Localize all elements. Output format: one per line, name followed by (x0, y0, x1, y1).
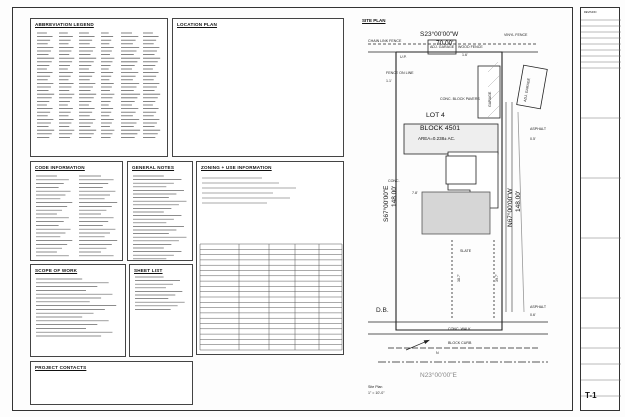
garage (477, 65, 501, 119)
scale-caption: 1" = 10'-0" (368, 391, 385, 395)
sheet-list-lines (135, 276, 185, 310)
zoning-panel: ZONING + USE INFORMATION (196, 161, 344, 355)
adjacent-garage-right (516, 64, 548, 110)
scope-of-work-title: SCOPE OF WORK (35, 268, 78, 273)
utility-pole-label: U.P. (400, 55, 407, 59)
scope-of-work-panel: SCOPE OF WORK (30, 264, 126, 357)
project-contacts-panel: PROJECT CONTACTS (30, 361, 193, 405)
vinyl-fence-label: VINYL FENCE (504, 33, 528, 37)
general-text-lines (133, 175, 187, 260)
sheet-border (12, 7, 573, 411)
dim-11-label: 1.1' (386, 79, 392, 83)
distance-top: 70.00' (436, 40, 454, 47)
area-label: AREA=0.238± AC. (418, 136, 455, 141)
code-information-title: CODE INFORMATION (35, 165, 85, 170)
asphalt-bottom-label: ASPHALT (530, 305, 547, 309)
slate-label: SLATE (460, 249, 472, 253)
sheet-list-panel: SHEET LIST (129, 264, 193, 357)
adjacent-garage-left (427, 39, 457, 55)
wood-fence-label: WOOD FENCE (458, 45, 483, 49)
scope-text-lines (36, 278, 117, 337)
dim-06-label: 0.6' (530, 313, 536, 317)
bearing-left: S67°00'00"E (382, 185, 390, 222)
dim-38-label: 38.7' (457, 274, 461, 282)
dim-05-label: 0.5' (530, 137, 536, 141)
location-plan-title: LOCATION PLAN (177, 22, 218, 27)
adj-garage-left-label: ADJ. GARAGE (430, 45, 455, 49)
garage-label: GARAGE (488, 91, 492, 107)
distance-right: 148.00' (515, 191, 522, 212)
dim-39-label: 39.7' (495, 274, 499, 282)
fence-on-line-label: FENCE ON LINE (386, 71, 414, 75)
block-pavers (403, 123, 499, 155)
asphalt-top-label: ASPHALT (530, 127, 547, 131)
bearing-right: N67°00'00"W (506, 187, 514, 227)
conc-label: CONC. (388, 179, 400, 183)
revision-label: REVISION (584, 11, 597, 14)
chain-link-label: CHAIN LINK FENCE (368, 39, 402, 43)
north-arrow (405, 339, 430, 351)
bearing-top: S23°00'00"W (420, 30, 459, 38)
site-plan-title: SITE PLAN (362, 18, 386, 23)
north-label: N (436, 351, 439, 355)
concrete-slab (421, 191, 491, 235)
rear-structure (445, 155, 477, 185)
block-curb-label: BLOCK CURB (448, 341, 472, 345)
dim-16-label: 1.6' (462, 53, 468, 57)
abbreviation-legend-panel: ABBREVIATION LEGEND (30, 18, 168, 157)
code-text-lines (36, 175, 118, 257)
code-information-panel: CODE INFORMATION (30, 161, 123, 261)
abbreviation-text-lines (37, 32, 161, 138)
zoning-title: ZONING + USE INFORMATION (201, 165, 272, 170)
lot-label: LOT 4 (426, 112, 445, 119)
zoning-table (199, 177, 343, 351)
deed-book-label: D.B. (376, 307, 389, 314)
site-plan-drawing: S23°00'00"W 70.00' N23°00'00"E S67°00'00… (368, 30, 548, 395)
pavers-label: CONC. BLOCK PAVERS (440, 97, 480, 101)
conc-walk-label: CONC. WALK (448, 327, 471, 331)
title-block-grid (581, 19, 621, 397)
abbreviation-legend-title: ABBREVIATION LEGEND (35, 22, 94, 27)
site-caption: Site Plan (368, 385, 382, 389)
dim-7-label: 7.8' (412, 191, 418, 195)
general-notes-title: GENERAL NOTES (132, 165, 175, 170)
sheet-list-title: SHEET LIST (134, 268, 163, 273)
sheet-number: T-1 (585, 391, 597, 400)
title-block: REVISION T-1 (580, 7, 621, 411)
location-plan-panel: LOCATION PLAN (172, 18, 344, 157)
block-label: BLOCK 4501 (420, 125, 460, 132)
project-contacts-title: PROJECT CONTACTS (35, 365, 87, 370)
bearing-bottom: N23°00'00"E (420, 371, 458, 379)
distance-left: 148.00' (391, 186, 398, 207)
general-notes-panel: GENERAL NOTES (127, 161, 193, 261)
adj-garage-right-label: ADJ. GARAGE (523, 77, 531, 102)
